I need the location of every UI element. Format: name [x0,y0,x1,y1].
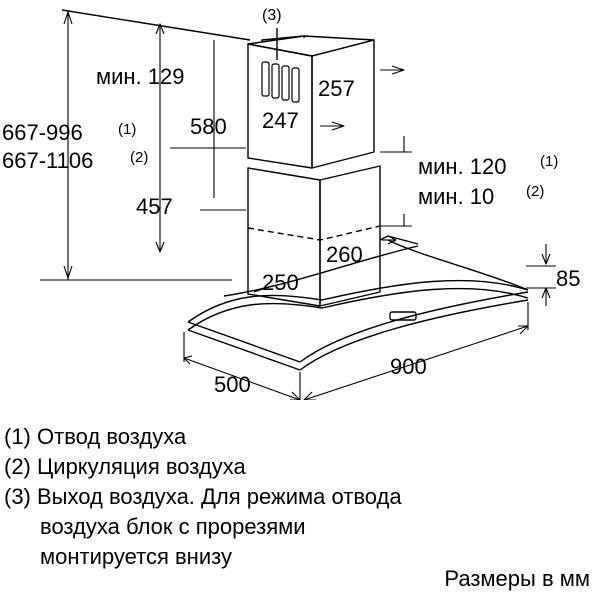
dim-257: 257 [318,76,355,101]
dim-900: 900 [390,354,427,379]
hood-canopy [187,235,529,371]
dim-85: 85 [556,266,580,291]
dim-500: 500 [214,372,251,397]
lower-chimney [247,165,381,307]
dim-580: 580 [190,114,227,139]
upper-chimney [247,35,375,169]
legend-item-air-extraction: (1) Отвод воздуха [4,424,187,449]
legend-item-air-outlet-cont-1: воздуха блок с прорезями [40,514,306,539]
dim-min-120-note: (1) [540,153,558,170]
dimension-lines [40,10,556,400]
legend-item-air-recirculation: (2) Циркуляция воздуха [4,454,246,479]
legend-item-air-outlet-cont-2: монтируется внизу [40,544,232,569]
air-outlet-slots-icon [261,61,300,103]
dim-min-10-note: (2) [526,183,544,200]
chimney-overlap-dashed [247,225,381,241]
outlet-callout-label: (3) [262,7,282,24]
dim-range-667-1106: 667-1106 [2,148,93,173]
dim-min-129: мин. 129 [96,64,185,89]
units-note: Размеры в мм [444,566,590,591]
dim-247: 247 [262,108,299,133]
dim-range-667-996: 667-996 [2,120,83,145]
dim-457: 457 [136,194,173,219]
legend-item-air-outlet: (3) Выход воздуха. Для режима отвода [4,484,402,509]
dim-250: 250 [262,270,299,295]
dim-min-120: мин. 120 [418,154,507,179]
legend: (1) Отвод воздуха (2) Циркуляция воздуха… [4,422,594,572]
dim-range-667-996-note: (1) [118,121,136,138]
dim-range-667-1106-note: (2) [130,149,148,166]
range-hood-dimension-drawing: (3) мин. 129 580 257 247 667-996 (1) 667… [2,7,580,400]
dim-260: 260 [326,242,363,267]
dim-min-10: мин. 10 [418,184,494,209]
ceiling-line [61,9,251,41]
